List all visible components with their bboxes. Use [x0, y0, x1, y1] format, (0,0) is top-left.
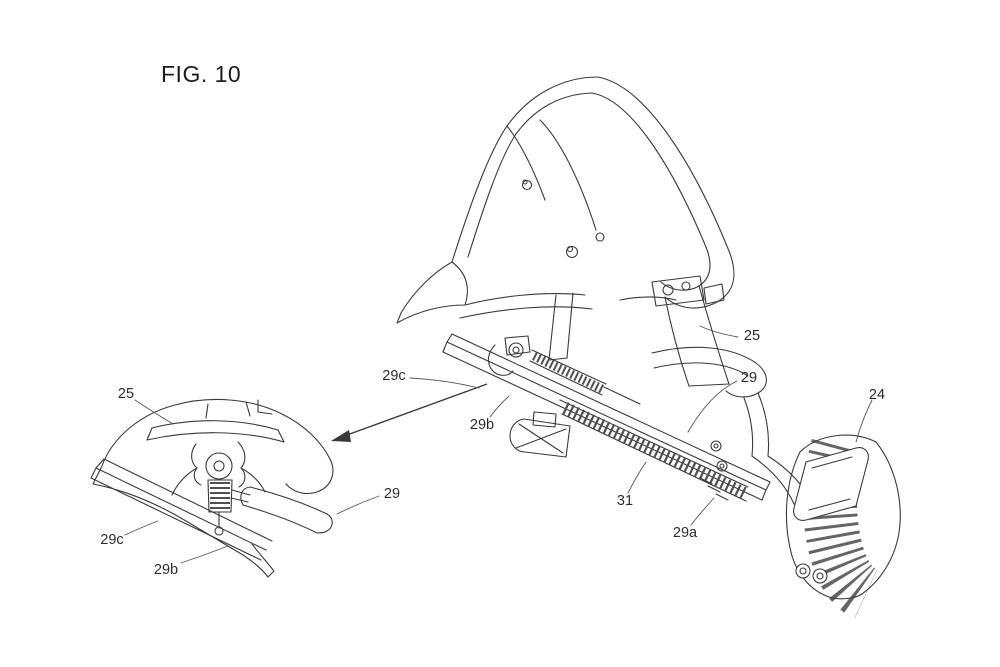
ref-label-24-main: 24	[868, 387, 886, 403]
detail-reference-arrow	[331, 383, 488, 442]
ref-label-29-main: 29	[740, 370, 758, 386]
ref-label-29c-main: 29c	[382, 368, 406, 384]
ref-label-29b-main: 29b	[469, 417, 495, 433]
ref-label-29-detail: 29	[383, 486, 401, 502]
figure-title: FIG. 10	[161, 61, 242, 87]
main-assembly-drawing	[396, 76, 816, 509]
track-unit-drawing	[785, 434, 901, 619]
ref-label-29b-detail: 29b	[153, 562, 179, 578]
ref-label-29a-main: 29a	[672, 525, 698, 541]
detail-view-drawing	[90, 398, 334, 578]
ref-label-25-detail: 25	[117, 386, 135, 402]
ref-label-29c-detail: 29c	[100, 532, 124, 548]
ref-label-25-main: 25	[743, 328, 761, 344]
ref-label-31-main: 31	[616, 493, 634, 509]
leader-lines	[124, 325, 873, 564]
